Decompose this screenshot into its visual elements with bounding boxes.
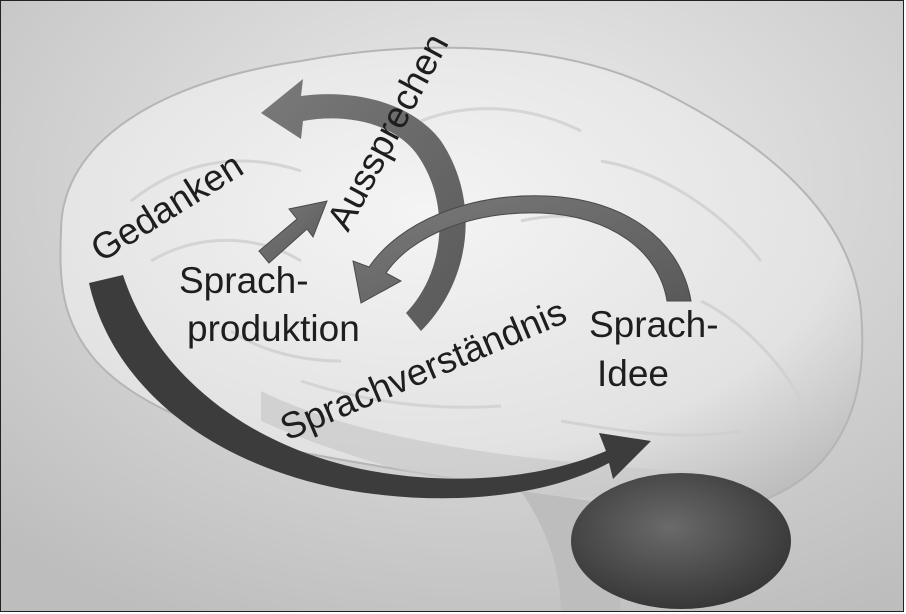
label-sprachproduktion-line1: Sprach- [179, 260, 309, 301]
label-sprachidee-line1: Sprach- [589, 304, 719, 345]
cerebellum [571, 473, 791, 609]
label-sprachidee-line2: Idee [597, 353, 669, 394]
label-sprachproduktion-line2: produktion [187, 308, 360, 349]
